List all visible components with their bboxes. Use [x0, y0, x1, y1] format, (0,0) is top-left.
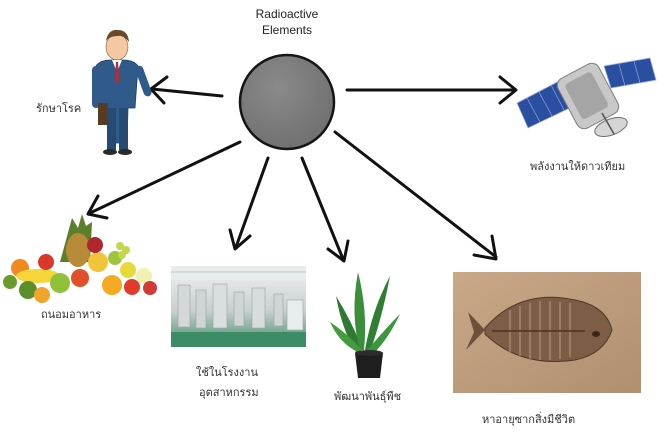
arrow-to-food [86, 140, 242, 220]
radioactive-element-node [238, 53, 336, 151]
potted-plant-icon [330, 272, 400, 378]
center-title-line1: Radioactive [255, 7, 319, 21]
satellite-icon [516, 57, 657, 138]
arrow-to-industry [228, 156, 270, 251]
center-title-line2: Elements [261, 23, 313, 37]
fish-fossil-icon [453, 272, 641, 393]
arrow-to-satellite [345, 75, 518, 105]
label-plants: พัฒนาพันธุ์พืช [334, 390, 402, 403]
arrow-to-medicine [149, 75, 224, 105]
label-food: ถนอมอาหาร [41, 308, 102, 321]
label-fossil: หาอายุซากสิ่งมีชีวิต [482, 413, 576, 426]
arrows [86, 75, 518, 263]
label-industry-line1: ใช้ในโรงงาน [196, 366, 258, 379]
fruit-pile-icon [3, 214, 157, 303]
label-satellite: พลังงานให้ดาวเทียม [530, 160, 626, 173]
arrow-to-plants [300, 156, 350, 263]
arrow-to-fossil [333, 130, 498, 261]
doctor-icon [92, 29, 152, 155]
label-industry-line2: อุตสาหกรรม [199, 386, 259, 399]
factory-interior-icon [171, 266, 306, 347]
label-medicine: รักษาโรค [36, 102, 82, 115]
